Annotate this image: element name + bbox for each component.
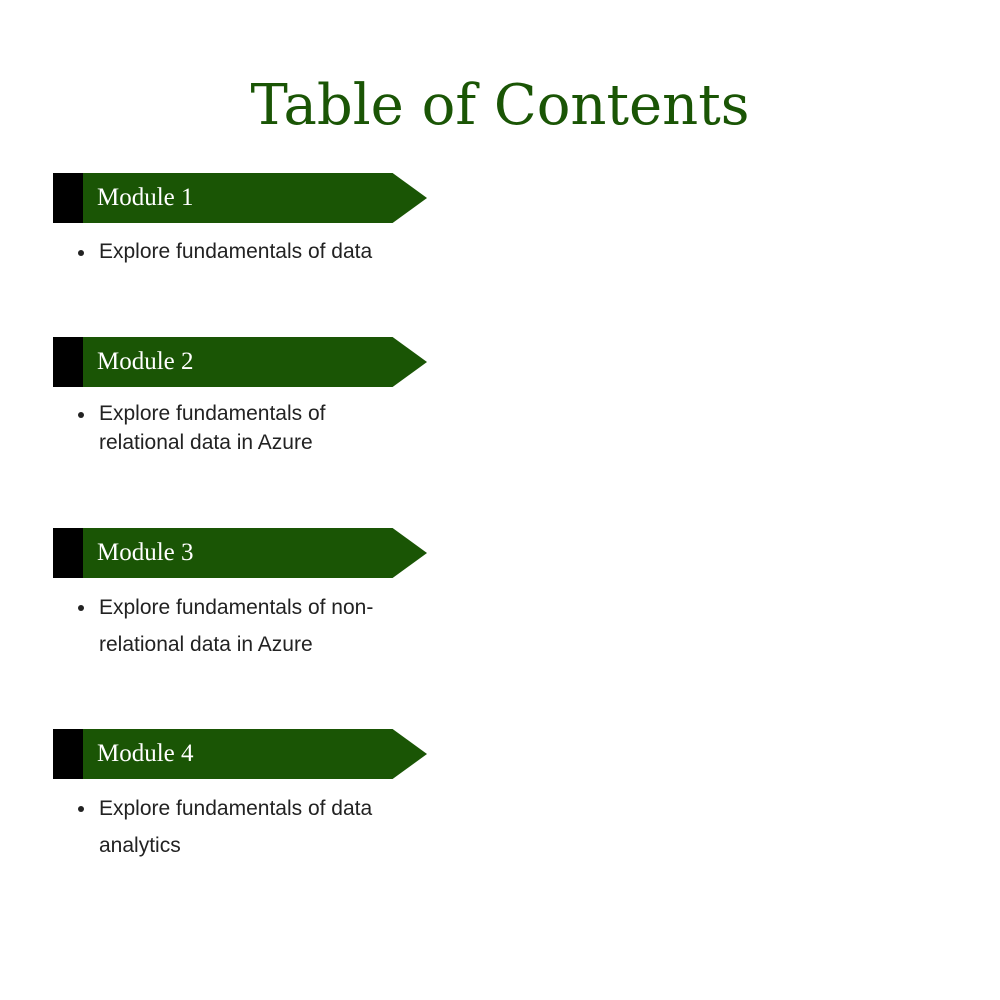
banner-arrow — [83, 173, 427, 223]
list-item: Explore fundamentals of relational data … — [78, 399, 378, 457]
list-item: Explore fundamentals of data — [78, 237, 439, 267]
module-4-banner: Module 4 — [53, 729, 427, 779]
list-item: Explore fundamentals of data analytics — [78, 790, 434, 864]
page-title: Table of Contents — [250, 73, 750, 138]
item-text: Explore fundamentals of data analytics — [99, 797, 373, 857]
banner-marker — [53, 173, 83, 223]
banner-arrow — [83, 528, 427, 578]
item-text: Explore fundamentals of data — [99, 240, 373, 263]
item-text: Explore fundamentals of non-relational d… — [99, 596, 374, 656]
module-2-banner: Module 2 — [53, 337, 427, 387]
module-1-banner: Module 1 — [53, 173, 427, 223]
bullet-icon — [78, 806, 84, 812]
bullet-icon — [78, 605, 84, 611]
banner-marker — [53, 337, 83, 387]
list-item: Explore fundamentals of non-relational d… — [78, 589, 419, 663]
banner-marker — [53, 729, 83, 779]
bullet-icon — [78, 250, 84, 256]
module-label: Module 2 — [97, 348, 194, 375]
item-text: Explore fundamentals of relational data … — [99, 402, 326, 454]
module-label: Module 1 — [97, 184, 194, 211]
banner-arrow — [83, 337, 427, 387]
bullet-icon — [78, 412, 84, 418]
banner-marker — [53, 528, 83, 578]
banner-arrow — [83, 729, 427, 779]
module-label: Module 4 — [97, 740, 194, 767]
module-3-banner: Module 3 — [53, 528, 427, 578]
module-label: Module 3 — [97, 539, 194, 566]
